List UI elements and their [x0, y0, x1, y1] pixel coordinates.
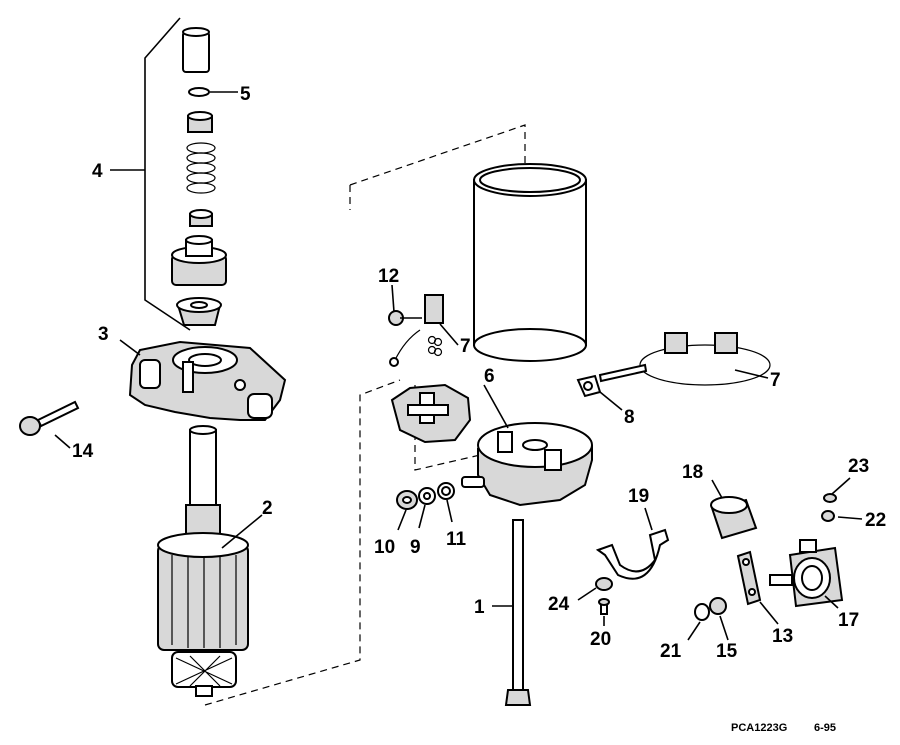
- callout-19: 19: [628, 486, 649, 507]
- brush-plate: [390, 383, 472, 444]
- assembly-dashed-line-left: [204, 379, 401, 706]
- callout-10: 10: [374, 537, 395, 558]
- head-bolt: [19, 400, 80, 436]
- drive-assembly-bracket: [144, 17, 191, 331]
- drive-end-head: [128, 340, 287, 421]
- screw-20: [598, 598, 610, 615]
- armature: [157, 425, 249, 697]
- callout-6: 6: [484, 366, 495, 387]
- drive-pinion-gear: [171, 235, 227, 286]
- brush-springs: [427, 335, 443, 357]
- washer-23: [823, 493, 837, 503]
- callout-11: 11: [446, 529, 467, 550]
- drive-collar: [187, 111, 213, 133]
- leader-lines: [54, 91, 863, 641]
- retaining-ring: [188, 87, 210, 97]
- brush-set: [598, 332, 771, 386]
- washer-11: [437, 482, 455, 500]
- callout-7-small: 7: [460, 336, 471, 357]
- callout-5: 5: [240, 84, 251, 105]
- callout-18: 18: [682, 462, 703, 483]
- solenoid-17: [769, 539, 844, 608]
- brush-small: [424, 294, 444, 324]
- nut-15: [709, 597, 727, 615]
- callout-9: 9: [410, 537, 421, 558]
- callout-1: 1: [474, 597, 485, 618]
- nut-10: [396, 490, 418, 510]
- frame-housing: [473, 163, 587, 362]
- callout-12: 12: [378, 266, 399, 287]
- callout-labels: 5 4 3 14 2 12 7 6 7 8 10 9 11 1 19 18 24…: [72, 84, 886, 662]
- callout-15: 15: [716, 641, 738, 662]
- callout-23: 23: [848, 456, 869, 477]
- callout-7-right: 7: [770, 370, 781, 391]
- brush-lead: [389, 329, 421, 367]
- callout-17: 17: [838, 610, 859, 631]
- boot-18: [710, 496, 758, 540]
- screw-12: [388, 310, 422, 326]
- spring-collar: [189, 209, 213, 227]
- washer-21: [694, 603, 710, 621]
- diagram-code: PCA1223G: [731, 722, 787, 734]
- assembly-dashed-line-top: [349, 124, 526, 210]
- washer-9: [418, 487, 436, 505]
- callout-13: 13: [772, 626, 793, 647]
- callout-21: 21: [660, 641, 682, 662]
- diagram-date: 6-95: [814, 722, 836, 734]
- callout-3: 3: [98, 324, 109, 345]
- drive-spring: [186, 142, 216, 194]
- callout-14: 14: [72, 441, 94, 462]
- nut-24: [595, 577, 613, 591]
- callout-8: 8: [624, 407, 635, 428]
- terminal-8: [576, 374, 602, 398]
- nut-22: [821, 510, 835, 522]
- callout-22: 22: [865, 510, 886, 531]
- callout-20: 20: [590, 629, 611, 650]
- drive-nut: [176, 297, 222, 326]
- callout-2: 2: [262, 498, 273, 519]
- clamp-19: [595, 528, 670, 580]
- through-bolt: [504, 519, 532, 706]
- drive-cap: [182, 27, 210, 73]
- commutator-end-cap: [461, 422, 593, 507]
- callout-24: 24: [548, 594, 570, 615]
- mounting-plate-13: [736, 550, 762, 606]
- callout-4: 4: [92, 161, 103, 182]
